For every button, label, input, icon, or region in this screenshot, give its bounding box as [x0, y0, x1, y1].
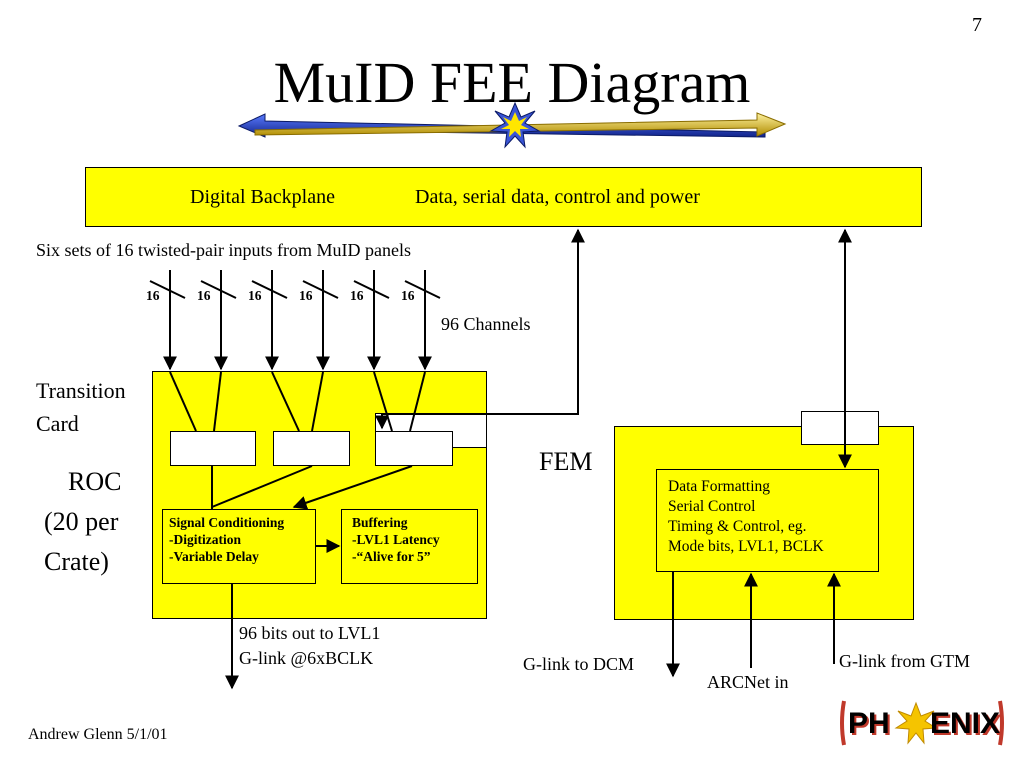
- phenix-logo: PH ENIX: [838, 693, 1006, 753]
- bundle-count-label: 16: [401, 288, 415, 303]
- transition-card-connector: [170, 431, 256, 466]
- roc-label: Crate): [44, 547, 109, 576]
- backplane-description: Data, serial data, control and power: [415, 186, 700, 208]
- transition-card-connector: [273, 431, 350, 466]
- lvl1-output-label: 96 bits out to LVL1: [239, 623, 381, 643]
- fem-function-line: Timing & Control, eg.: [668, 518, 807, 535]
- fem-function-line: Mode bits, LVL1, BCLK: [668, 538, 824, 555]
- bundle-count-label: 16: [299, 288, 313, 303]
- logo-text-left: PH: [848, 707, 890, 740]
- glink-gtm-label: G-link from GTM: [839, 651, 970, 671]
- fem-function-line: Data Formatting: [668, 478, 771, 495]
- signal-conditioning-line: -Variable Delay: [169, 549, 259, 564]
- signal-conditioning-line: -Digitization: [169, 532, 241, 547]
- buffering-block: Buffering -LVL1 Latency -“Alive for 5”: [341, 509, 478, 584]
- transition-card-label: Card: [36, 411, 79, 436]
- page-number: 7: [972, 14, 982, 36]
- bundle-count-label: 16: [146, 288, 160, 303]
- roc-label: (20 per: [44, 507, 119, 536]
- gold-arrow-shape: [254, 112, 787, 137]
- footer-author: Andrew Glenn 5/1/01: [28, 726, 168, 743]
- bundle-count-label: 16: [248, 288, 262, 303]
- roc-backplane-link: [375, 228, 585, 430]
- buffering-line: Buffering: [352, 515, 408, 530]
- backplane-label: Digital Backplane: [190, 186, 335, 208]
- buffering-line: -LVL1 Latency: [352, 532, 440, 547]
- signal-conditioning-line: Signal Conditioning: [169, 515, 285, 530]
- page-title: MuID FEE Diagram: [273, 50, 751, 115]
- fem-label: FEM: [539, 447, 593, 476]
- transition-card-label: Transition: [36, 378, 126, 403]
- buffering-line: -“Alive for 5”: [352, 549, 431, 564]
- bundle-count-label: 16: [197, 288, 211, 303]
- glink-dcm-label: G-link to DCM: [523, 654, 635, 674]
- fem-functions-block: Data Formatting Serial Control Timing & …: [656, 469, 879, 572]
- phenix-star-icon: [894, 701, 938, 745]
- burst-star-icon: [489, 101, 541, 149]
- inputs-caption: Six sets of 16 twisted-pair inputs from …: [36, 240, 411, 260]
- signal-conditioning-block: Signal Conditioning -Digitization -Varia…: [162, 509, 316, 584]
- bundle-count-label: 16: [350, 288, 364, 303]
- lvl1-output-label: G-link @6xBCLK: [239, 648, 374, 668]
- digital-backplane-box: Digital Backplane Data, serial data, con…: [85, 167, 922, 227]
- title-decoration: [237, 101, 787, 149]
- roc-label: ROC: [68, 467, 122, 496]
- fem-function-line: Serial Control: [668, 498, 756, 515]
- logo-text-right: ENIX: [930, 707, 1001, 740]
- arcnet-label: ARCNet in: [707, 672, 789, 692]
- channels-label: 96 Channels: [441, 314, 531, 334]
- transition-card-connector: [375, 431, 453, 466]
